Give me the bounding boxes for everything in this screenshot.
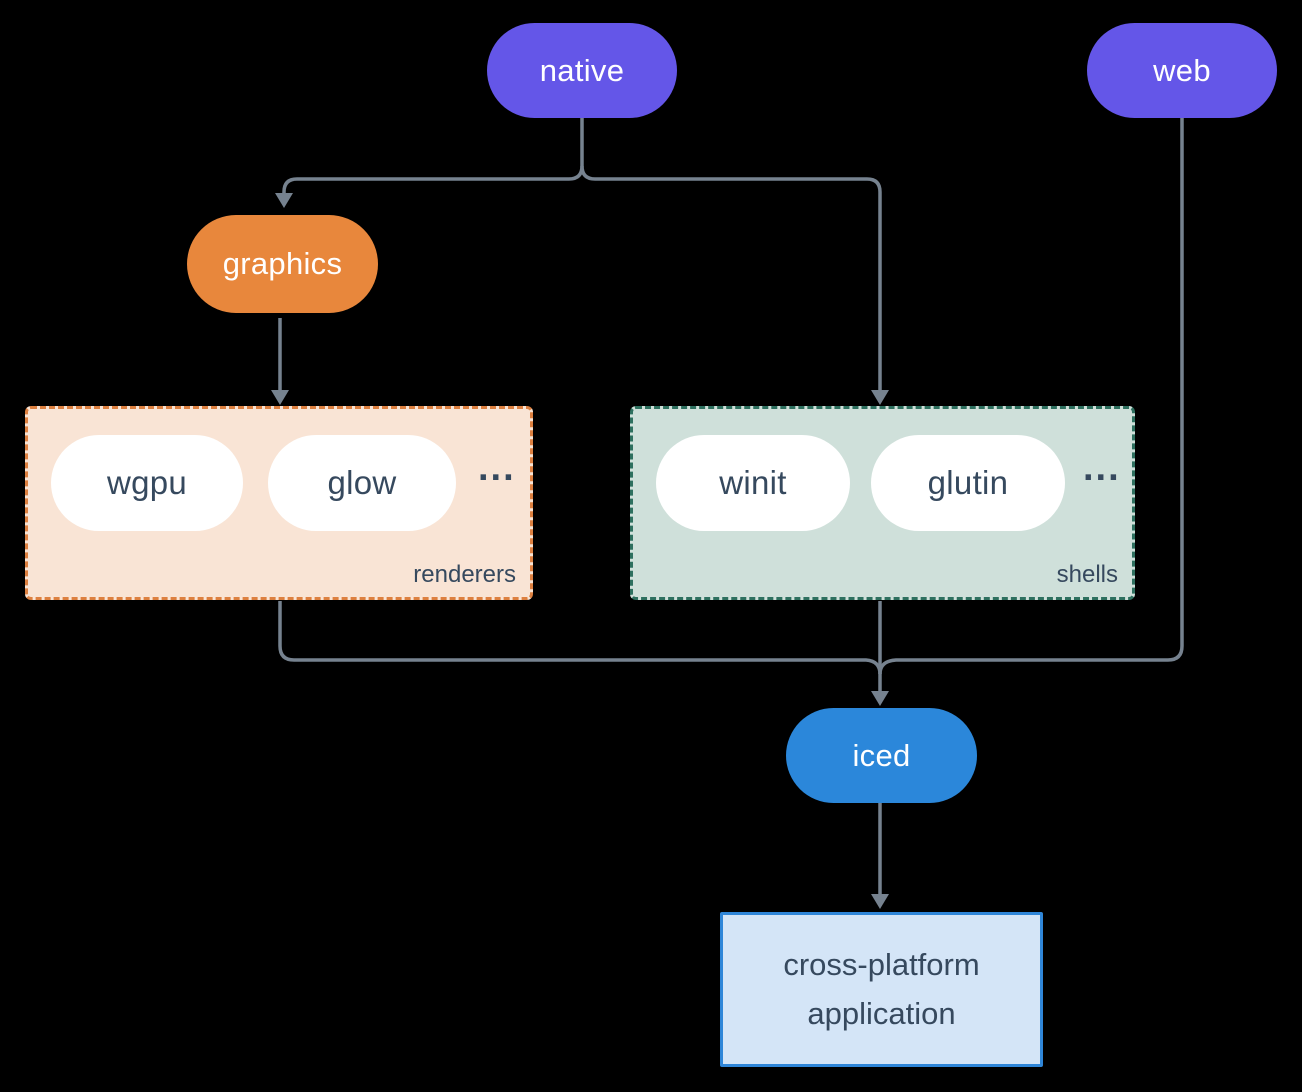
arrowhead-graphics [275,193,293,208]
shells-group-label: shells [1056,561,1118,588]
arrowhead-renderers [271,390,289,405]
arrowhead-shells [871,390,889,405]
edge-native-shells [580,165,882,393]
node-winit-label: winit [719,464,787,501]
edge-renderers-merge [278,601,882,675]
node-iced: iced [786,708,977,803]
node-web-label: web [1153,52,1211,88]
arrowhead-iced [871,691,889,706]
node-web: web [1087,23,1277,118]
node-iced-label: iced [852,737,911,773]
arrowhead-application [871,894,889,909]
shells-ellipsis: ... [1083,447,1121,489]
node-wgpu: wgpu [51,435,243,531]
node-graphics-label: graphics [222,246,343,281]
node-glutin: glutin [871,435,1065,531]
application-label-line2: application [807,995,956,1031]
edge-web-merge [878,118,1184,675]
edge-native-graphics [282,165,584,196]
node-cross-platform-application: cross-platform application [720,912,1043,1067]
group-renderers: wgpu glow ... renderers [25,406,533,600]
node-glutin-label: glutin [927,464,1009,501]
node-glow-label: glow [327,464,397,501]
node-wgpu-label: wgpu [106,464,188,501]
node-native: native [487,23,677,118]
node-native-label: native [539,52,625,88]
node-winit: winit [656,435,850,531]
group-shells: winit glutin ... shells [630,406,1135,600]
renderers-group-label: renderers [413,561,516,588]
application-label-line1: cross-platform [783,947,980,983]
node-glow: glow [268,435,456,531]
renderers-ellipsis: ... [478,447,516,489]
node-graphics: graphics [187,215,378,313]
